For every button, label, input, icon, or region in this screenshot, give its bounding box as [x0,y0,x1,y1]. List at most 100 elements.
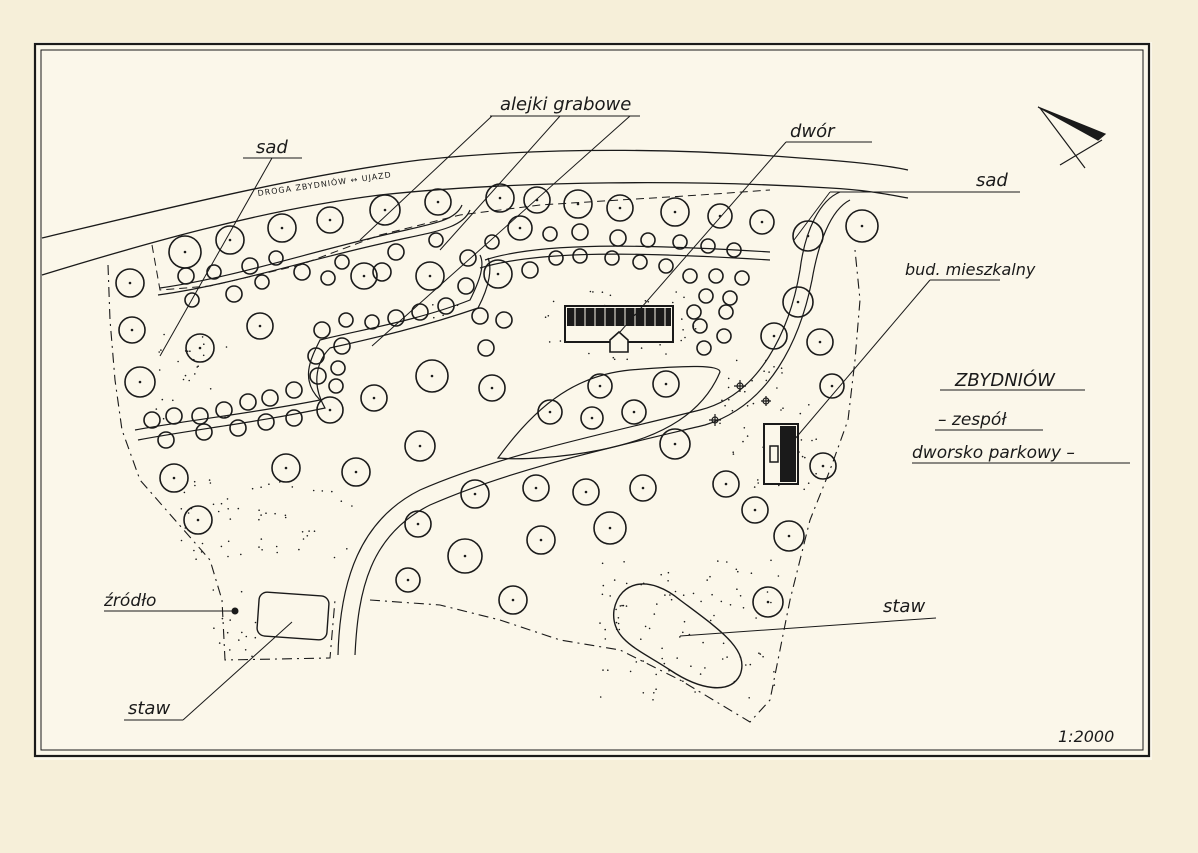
stipple-dot [660,573,662,576]
stipple-dot [665,353,667,355]
stipple-dot [218,642,221,644]
stipple-dot [780,367,783,370]
stipple-dot [544,316,547,319]
tree-symbol [782,286,814,318]
stipple-dot [757,482,759,484]
tree-symbol [658,258,674,274]
stipple-dot [667,580,669,582]
stipple-dot [177,360,179,363]
tree-symbol [316,396,344,424]
stipple-dot [284,514,287,517]
stipple-dot [547,315,550,317]
stipple-dot [777,575,780,577]
tree-symbol [580,406,604,430]
stipple-dot [782,407,784,410]
stipple-dot [655,688,657,690]
stipple-dot [653,613,656,615]
tree-center-dot [354,470,358,474]
tree-symbol [537,399,563,425]
stipple-dot [622,604,625,607]
tree-symbol [395,567,421,593]
stipple-dot [808,404,810,406]
stipple-dot [803,488,805,491]
label-staw-left: staw [128,698,170,719]
stipple-dot [719,422,721,425]
tree-symbol [682,268,698,284]
tree-center-dot [228,238,232,242]
stipple-dot [709,619,712,622]
stipple-dot [302,538,305,540]
stipple-dot [227,540,230,543]
stipple-dot [275,545,278,548]
tree-center-dot [138,380,142,384]
stipple-dot [589,290,592,293]
stipple-dot [221,617,224,620]
tree-symbol [526,525,556,555]
stipple-dot [781,372,783,374]
stipple-dot [746,405,749,407]
tree-symbol [809,452,837,480]
tree-symbol [659,428,691,460]
stipple-dot [727,377,730,380]
stipple-dot [800,439,803,441]
stipple-dot [700,600,702,603]
stipple-dot [229,619,231,621]
tree-center-dot [608,526,612,530]
tree-center-dot [584,490,588,494]
tree-center-dot [860,224,864,228]
stipple-dot [720,600,723,603]
tree-symbol [718,304,734,320]
tree-symbol [328,378,344,394]
stipple-dot [640,638,642,640]
tree-center-dot [383,208,387,212]
stipple-dot [626,358,628,361]
stipple-dot [746,435,749,437]
tree-center-dot [618,206,622,210]
tree-center-dot [534,486,538,490]
tree-symbol [447,538,483,574]
stipple-dot [193,480,196,483]
stipple-dot [780,409,782,411]
tree-symbol [239,393,257,411]
stipple-dot [770,601,772,604]
tree-symbol [268,250,284,266]
stipple-dot [642,692,645,694]
stipple-dot [195,558,197,560]
tree-center-dot [830,384,834,388]
tree-center-dot [590,416,594,420]
stipple-dot [615,608,617,611]
tree-symbol [523,186,551,214]
tree-symbol [225,285,243,303]
tree-symbol [621,399,647,425]
stipple-dot [750,572,753,574]
stipple-dot [675,291,677,293]
tree-symbol [698,288,714,304]
stipple-dot [755,617,757,619]
tree-center-dot [796,300,800,304]
tree-symbol [708,268,724,284]
tree-symbol [206,264,222,280]
tree-symbol [712,470,740,498]
tree-symbol [241,257,259,275]
stipple-dot [732,451,734,454]
tree-center-dot [284,466,288,470]
tree-symbol [760,322,788,350]
stipple-dot [656,603,658,605]
tree-center-dot [818,340,822,344]
stipple-dot [599,622,601,624]
tree-symbol [507,215,533,241]
stipple-dot [690,665,692,667]
tree-symbol [806,328,834,356]
stipple-dot [669,594,671,596]
stipple-dot [203,343,205,346]
stipple-dot [727,386,730,389]
stipple-dot [736,588,738,590]
stipple-dot [188,379,190,382]
stipple-dot [759,653,762,655]
tree-center-dot [806,234,810,238]
tree-symbol [257,413,275,431]
stipple-dot [765,359,767,362]
tree-symbol [404,510,432,538]
tree-symbol [330,360,346,376]
stipple-dot [717,560,719,562]
